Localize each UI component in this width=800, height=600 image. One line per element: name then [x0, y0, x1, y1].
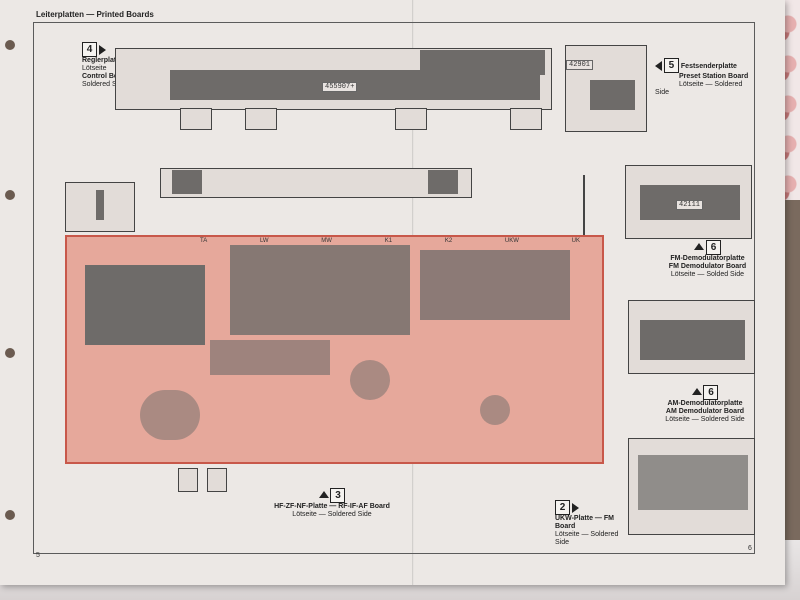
pcb-trace — [350, 360, 390, 400]
board-side-en: Soldered Side — [82, 81, 126, 88]
arrow-left-icon — [655, 61, 662, 72]
pcb-trace — [590, 80, 635, 110]
pcb-trace — [640, 320, 745, 360]
pcb-trace — [420, 250, 570, 320]
board-number: 4 — [82, 42, 97, 57]
speaker-drawing — [207, 468, 227, 492]
page-frame — [33, 22, 755, 554]
board-sides: Lötseite — Soldered Side — [665, 416, 745, 423]
pcb-trace — [210, 340, 330, 375]
board-sticker: 455907+ — [322, 82, 358, 92]
band-label: UK — [571, 238, 580, 244]
board-title: HF-ZF-NF-Platte — RF-IF-AF Board — [274, 503, 390, 510]
arrow-up-icon — [318, 491, 329, 498]
arrow-right-icon — [98, 45, 106, 56]
am-demod-board-label: 6 AM-Demodulatorplatte AM Demodulator Bo… — [655, 385, 755, 424]
binder-hole — [5, 510, 15, 520]
pcb-tab — [245, 108, 277, 130]
band-label: K2 — [444, 238, 453, 244]
pcb-trace — [480, 395, 510, 425]
pcb-trace — [420, 50, 545, 75]
band-label: MW — [321, 238, 332, 244]
arrow-right-icon — [571, 503, 579, 514]
speaker-drawing — [178, 468, 198, 492]
board-number: 6 — [703, 385, 719, 400]
pcb-trace — [140, 390, 200, 440]
pcb-trace — [230, 245, 410, 335]
arrow-up-icon — [694, 243, 705, 250]
ferrite-coil — [172, 170, 202, 194]
page-header: Leiterplatten — Printed Boards — [36, 10, 154, 19]
binder-hole — [5, 40, 15, 50]
control-board-label: 4 Reglerplatte Lötseite Control Board So… — [82, 42, 129, 89]
arrow-up-icon — [691, 388, 702, 395]
board-sides: Lötseite — Soldered Side — [292, 511, 372, 518]
board-number: 5 — [663, 58, 679, 73]
binder-hole — [5, 348, 15, 358]
board-title-en: Control Board — [82, 73, 130, 80]
page-number-right: 6 — [748, 545, 752, 552]
board-sticker: 42901 — [566, 60, 594, 70]
board-title-en: AM Demodulator Board — [665, 408, 745, 415]
band-label: TA — [200, 238, 208, 244]
page-number-left: 5 — [36, 552, 40, 559]
preset-board-label: 5 Festsenderplatte Preset Station Board … — [655, 58, 755, 97]
board-title-de: AM-Demodulatorplatte — [667, 400, 743, 407]
main-board-label: 3 HF-ZF-NF-Platte — RF-IF-AF Board Lötse… — [262, 488, 402, 519]
pcb-tab — [395, 108, 427, 130]
board-title-de: Reglerplatte — [82, 57, 123, 64]
board-number: 3 — [330, 488, 346, 503]
pcb-tab — [180, 108, 212, 130]
board-sides: Lötseite — Solded Side — [670, 271, 745, 278]
board-number: 2 — [555, 500, 570, 515]
pcb-trace — [96, 190, 104, 220]
pcb-trace — [85, 265, 205, 345]
board-sides: Lötseite — Soldered Side — [555, 531, 619, 546]
pcb-tab — [510, 108, 542, 130]
antenna-wire — [583, 175, 585, 235]
manual-page: Leiterplatten — Printed Boards 4 Reglerp… — [0, 0, 785, 585]
band-label: K1 — [384, 238, 393, 244]
board-title-en: FM Demodulator Board — [668, 263, 747, 270]
band-label: LW — [259, 238, 269, 244]
board-title-de: Festsenderplatte — [680, 63, 737, 70]
binder-hole — [5, 190, 15, 200]
board-title-en: Preset Station Board — [679, 73, 749, 80]
fm-demod-board-label: 6 FM-Demodulatorplatte FM Demodulator Bo… — [660, 240, 755, 279]
board-sticker: 42111 — [676, 200, 704, 210]
pcb-trace — [638, 455, 748, 510]
board-title: UKW-Platte — FM Board — [555, 515, 614, 530]
board-title-de: FM-Demodulatorplatte — [670, 255, 745, 262]
band-labels: TA LW MW K1 K2 UKW UK — [200, 238, 580, 244]
ferrite-coil — [428, 170, 458, 194]
band-label: UKW — [504, 238, 519, 244]
board-number: 6 — [705, 240, 721, 255]
antenna-rod-drawing — [160, 168, 472, 198]
fm-board-label: 2 UKW-Platte — FM Board Lötseite — Solde… — [555, 500, 625, 547]
board-side-de: Lötseite — [82, 65, 107, 72]
board-sides: Lötseite — Soldered Side — [655, 81, 743, 96]
